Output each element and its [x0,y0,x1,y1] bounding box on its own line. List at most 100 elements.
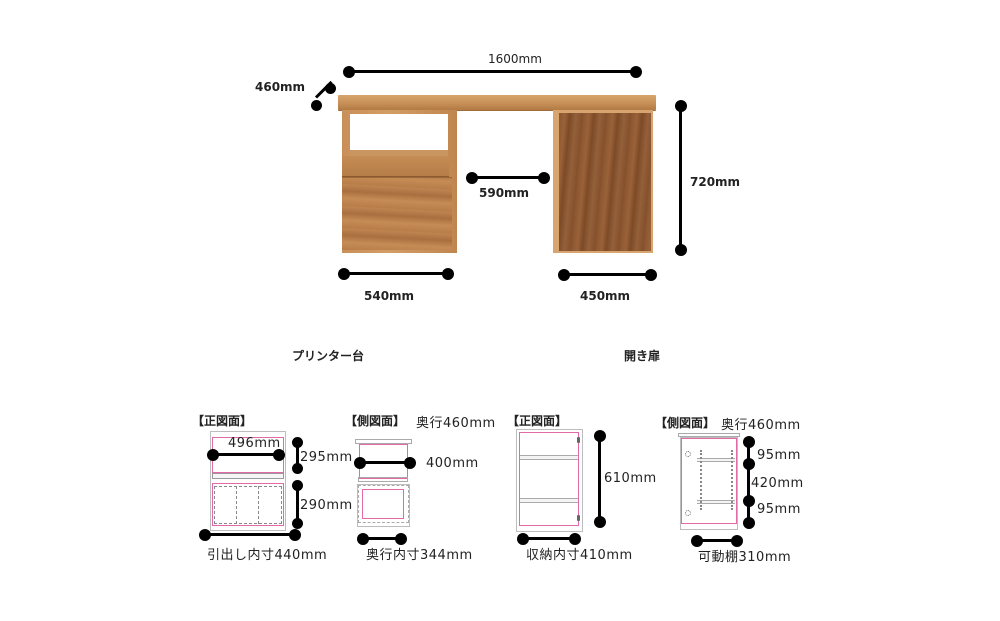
height-dimension-line [679,106,682,250]
drawer-dashed-box [214,486,282,524]
dimension-dot [569,533,581,545]
adjustable-shelf-line [697,500,735,504]
left-unit-width-label: 540mm [364,289,415,303]
drawer-inner-label: 引出し内寸440mm [207,548,328,563]
dimension-dot [594,430,606,442]
desk-width-label: 1600mm [488,52,542,66]
shelf-board [342,156,449,177]
drawer-divider [258,486,259,524]
dimension-dot [273,449,285,461]
dimension-dot [630,66,642,78]
printer-stand-unit [342,110,457,253]
door-side-heading: 【側図面】 [655,416,716,430]
desk-top-board [338,95,656,110]
left-width-dimension-line [344,272,448,275]
dimension-dot [538,172,550,184]
desk-height-label: 720mm [690,175,741,189]
dimension-dot [404,457,416,469]
lower-height-line [296,485,299,521]
drawer-front [342,177,452,250]
dimension-dot [343,66,355,78]
storage-inner-label: 収納内寸410mm [526,548,633,563]
dimension-dot [517,533,529,545]
door-side-height-line [747,442,750,522]
side-drawer-dashed-box [358,485,409,523]
right-unit-width-label: 450mm [580,289,631,303]
side-top-board [355,439,412,444]
dimension-dot [594,516,606,528]
adjustable-shelf-line [697,458,735,462]
dimension-dot [292,480,303,491]
dimension-dot [325,83,336,94]
printer-stand-title: プリンター台 [292,349,365,363]
dimension-dot [743,458,755,470]
side-view-heading: 【側図面】 [345,414,406,428]
dimension-dot [292,518,303,529]
side-inner-depth-label: 400mm [426,456,479,471]
drawer-width-line [205,533,295,536]
middle-height-label: 420mm [751,476,804,491]
dimension-dot [207,449,219,461]
dimension-dot [743,517,755,529]
front-view-heading: 【正図面】 [192,414,253,428]
dimension-dot [691,535,703,547]
door-front-heading: 【正図面】 [507,414,568,428]
bottom-gap-label: 95mm [757,502,801,517]
dimension-dot [743,436,755,448]
shelf-pin-holes [731,450,733,510]
desk-depth-label: 460mm [255,80,306,94]
inner-height-line [598,436,601,522]
storage-width-line [523,537,575,540]
hinge-icon [685,451,691,457]
door-side-depth-label: 奥行460mm [721,418,801,433]
dimension-dot [731,535,743,547]
dimension-dot [292,463,303,474]
hinge-icon [577,437,580,443]
width-dimension-line [350,70,636,73]
door-inner-outline [519,432,579,526]
side-drawer-outline [357,484,410,527]
depth-inner-label: 奥行内寸344mm [366,548,473,563]
right-width-dimension-line [564,273,652,276]
dimension-dot [743,495,755,507]
inner-width-dimension-line [213,453,279,456]
drawer-divider [236,486,237,524]
hinged-door-title: 開き扉 [624,349,661,363]
dimension-dot [645,269,657,281]
dimension-dot [199,529,211,541]
dimension-dot [338,268,350,280]
dimension-dot [558,269,570,281]
dimension-dot [395,533,407,545]
hinge-icon [685,510,691,516]
inner-width-label: 496mm [228,436,281,451]
dimension-dot [466,172,478,184]
dimension-dot [354,457,366,469]
dimension-dot [442,268,454,280]
drawer-inner-outline [212,483,284,526]
upper-height-label: 295mm [300,450,353,465]
door-side-inner-outline [681,438,737,524]
dimension-dot [289,529,301,541]
door-cabinet-unit [553,110,653,253]
door-side-top [678,433,740,437]
drawer-rail [212,473,284,479]
dimension-dot [675,244,687,256]
front-cabinet-outline [210,431,286,531]
knee-space-label: 590mm [479,186,530,200]
side-inner-depth-line [360,461,410,464]
door-cabinet-outline [516,429,583,532]
upper-height-line [296,443,299,467]
side-drawer-inner-outline [362,489,404,519]
open-shelf-opening [350,114,448,156]
dimension-dot [675,100,687,112]
dimension-dot [311,100,322,111]
shelf-line [520,455,578,460]
depth-inner-line [362,537,400,540]
adjustable-shelf-label: 可動棚310mm [698,550,792,565]
top-gap-label: 95mm [757,448,801,463]
dimension-dot [292,437,303,448]
cabinet-door [559,113,651,251]
shelf-line [520,498,578,503]
hinge-icon [577,515,580,521]
shelf-width-line [697,539,737,542]
